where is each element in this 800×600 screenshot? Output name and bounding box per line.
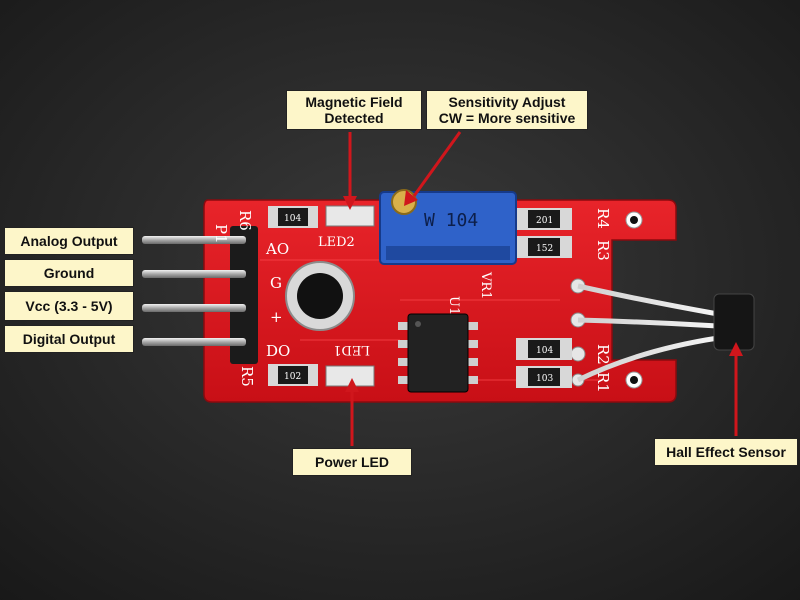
silk-r6: R6 [236,210,254,231]
res-104: 104 [284,214,301,224]
res-104b: 104 [536,346,553,356]
silk-ao: AO [265,240,289,258]
potentiometer [379,189,517,265]
label-vcc: Vcc (3.3 - 5V) [4,291,134,321]
label-ground-text: Ground [43,265,95,281]
arrowhead-sensitivity [404,190,418,206]
silk-r2: R2 [594,344,612,365]
silk-r5: R5 [238,366,256,387]
label-power-led: Power LED [292,448,412,476]
label-analog-output-text: Analog Output [20,233,118,249]
label-sensitivity-adjust: Sensitivity Adjust CW = More sensitive [426,90,588,130]
label-ground: Ground [4,259,134,287]
silk-led2: LED2 [318,235,355,250]
arrow-sensitivity [412,131,462,197]
label-sensitivity-line1: Sensitivity Adjust [448,94,566,110]
silk-g: G [270,274,282,292]
label-magnetic-field-line2: Detected [324,110,384,126]
label-hall-effect-sensor: Hall Effect Sensor [654,438,798,466]
arrowhead-hall-sensor [729,342,743,356]
callout-arrows [343,131,743,446]
silk-led1: LED1 [333,342,370,357]
hall-sensor [576,283,755,383]
arrowhead-power-led [345,378,359,392]
arrowhead-magnetic-field [343,196,357,210]
label-sensitivity-line2: CW = More sensitive [438,110,576,126]
pot-marking: W 104 [424,210,478,231]
smd-resistors [268,206,572,388]
res-102: 102 [284,372,301,382]
label-magnetic-field: Magnetic Field Detected [286,90,422,130]
label-hall-effect-sensor-text: Hall Effect Sensor [666,444,786,460]
silk-r4: R4 [594,208,612,229]
label-vcc-text: Vcc (3.3 - 5V) [25,298,113,314]
silk-do: DO [266,342,290,360]
res-103: 103 [536,374,553,384]
silk-r1: R1 [594,372,612,393]
label-analog-output: Analog Output [4,227,134,255]
silk-vr1: VR1 [478,271,493,299]
silk-p1: P1 [212,224,230,244]
silkscreen-text: P1 R6 R5 AO G + DO LED2 LED1 VR1 U1 R4 R… [212,208,612,393]
label-digital-output-text: Digital Output [22,331,116,347]
comparator-ic [398,313,478,393]
silk-plus: + [270,308,283,326]
res-201: 201 [536,216,553,226]
label-magnetic-field-line1: Magnetic Field [305,94,403,110]
label-digital-output: Digital Output [4,325,134,353]
res-152: 152 [536,244,553,254]
silk-r3: R3 [594,240,612,261]
header-pins [142,226,258,364]
label-power-led-text: Power LED [315,454,389,470]
silk-u1: U1 [446,296,461,315]
